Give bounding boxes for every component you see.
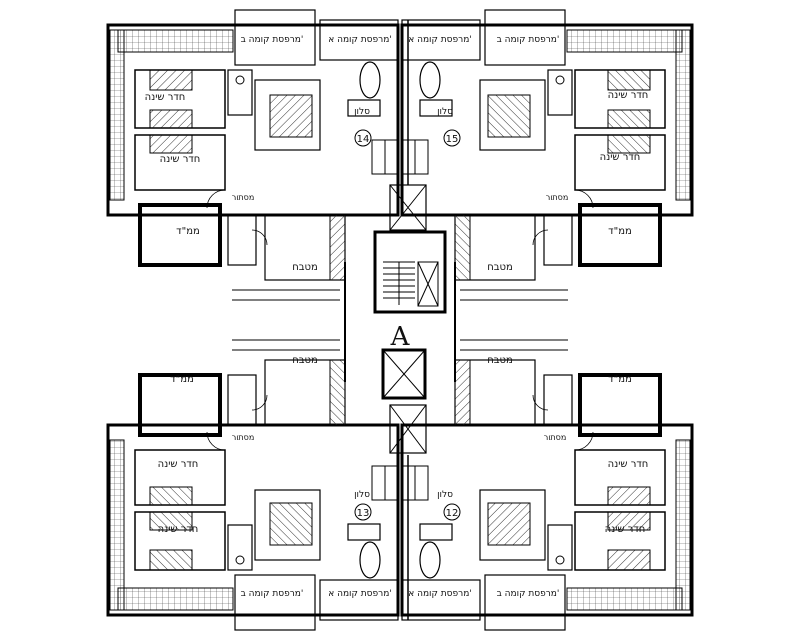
bedroom-label: חדר שינה [608, 90, 649, 101]
balcony-a-label: מרפסת קומה א' [328, 35, 392, 45]
bedroom-label: חדר שינה [608, 459, 649, 470]
shaft-bottom [389, 404, 427, 454]
service-label: מסתור [232, 193, 255, 202]
salon-label: סלון [437, 490, 453, 500]
salon-label: סלון [354, 107, 370, 117]
service-label: מסתור [232, 433, 255, 442]
elevator [381, 348, 427, 400]
mamad-label: ממ"ד [608, 374, 632, 385]
kitchen-label: מטבח [292, 262, 318, 273]
apt-number-14: 14 [357, 134, 370, 145]
mamad-label: ממ"ד [608, 226, 632, 237]
stair-core [373, 230, 447, 314]
service-label: מסתור [546, 193, 569, 202]
salon-label: סלון [437, 107, 453, 117]
balcony-b-label: מרפסת קומה ב' [241, 589, 304, 599]
apt-number-13: 13 [357, 508, 370, 519]
apt-number-12: 12 [446, 508, 459, 519]
bedroom-label: חדר שינה [145, 92, 186, 103]
shaft-top [389, 184, 427, 231]
salon-label: סלון [354, 490, 370, 500]
kitchen-label: מטבח [487, 262, 513, 273]
kitchen-label: מטבח [487, 355, 513, 366]
balcony-b-label: מרפסת קומה ב' [497, 35, 560, 45]
mamad-label: ממ"ד [176, 226, 200, 237]
mamad-label: ממ"ד [170, 374, 194, 385]
balcony-a-label: מרפסת קומה א' [408, 35, 472, 45]
balcony-a-label: מרפסת קומה א' [328, 589, 392, 599]
service-label: מסתור [544, 433, 567, 442]
balcony-b-label: מרפסת קומה ב' [497, 589, 560, 599]
kitchen-label: מטבח [292, 355, 318, 366]
bedroom-label: חדר שינה [160, 154, 201, 165]
bedroom-label: חדר שינה [600, 152, 641, 163]
apt-number-15: 15 [446, 134, 459, 145]
core-letter: A [390, 322, 411, 352]
balcony-a-label: מרפסת קומה א' [408, 589, 472, 599]
bedroom-label: חדר שינה [158, 459, 199, 470]
bedroom-label: חדר שינה [158, 524, 199, 535]
bedroom-label: חדר שינה [605, 524, 646, 535]
balcony-b-label: מרפסת קומה ב' [241, 35, 304, 45]
